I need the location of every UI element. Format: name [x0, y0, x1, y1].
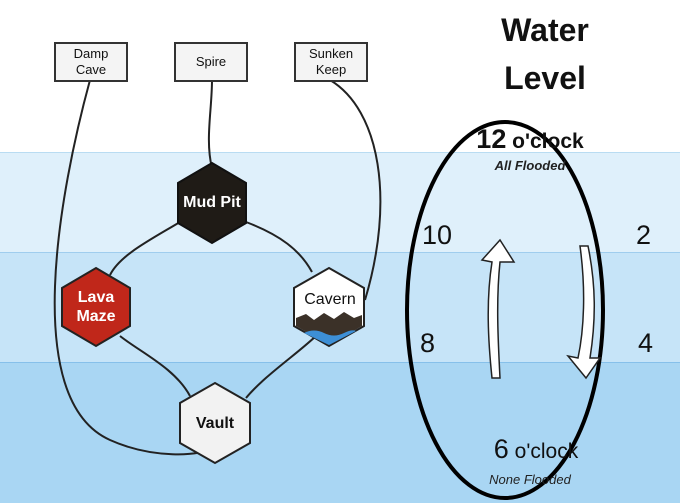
six-oclock-label: 6 o'clock	[446, 434, 626, 465]
all-flooded-caption: All Flooded	[494, 158, 566, 173]
link-spire-mudpit	[207, 79, 213, 169]
falling-arrow	[566, 245, 602, 380]
rising-arrow	[480, 238, 516, 379]
hour-10: 10	[422, 220, 453, 250]
none-flooded-caption: None Flooded	[489, 472, 571, 487]
twelve-oclock-label: 12 o'clock	[440, 124, 620, 155]
cavern-rubble	[296, 312, 362, 345]
sunken-keep-label: Sunken Keep	[294, 42, 368, 82]
hour-2: 2	[636, 220, 652, 250]
water-band-low	[0, 362, 680, 503]
twelve-suffix: o'clock	[506, 130, 584, 153]
vault-name: Vault	[195, 414, 235, 432]
twelve-number: 12	[476, 124, 507, 154]
mud-pit-name: Mud Pit	[183, 193, 241, 211]
water-level-title-line2: Level	[504, 60, 586, 96]
mud-pit-hex	[177, 161, 247, 245]
damp-cave-label: Damp Cave	[54, 42, 128, 82]
lava-maze-name: Lava Maze	[76, 289, 116, 325]
link-mudpit-cavern	[245, 221, 313, 273]
link-lavamaze-vault	[119, 335, 191, 397]
hour-4: 4	[638, 328, 654, 358]
water-level-title-line1: Water	[501, 12, 589, 48]
link-cavern-vault	[245, 333, 319, 399]
link-damp-cave-vault	[53, 79, 219, 456]
six-suffix: o'clock	[508, 440, 579, 463]
water-level-oval	[405, 120, 605, 500]
spire-label: Spire	[174, 42, 248, 82]
lava-maze-hex	[61, 266, 131, 348]
water-band-high	[0, 152, 680, 253]
cavern-name: Cavern	[304, 290, 356, 308]
hour-8: 8	[420, 328, 436, 358]
link-sunken-keep-cavern	[329, 79, 382, 301]
cavern-water	[304, 330, 356, 345]
vault-hex	[179, 381, 251, 465]
six-number: 6	[493, 434, 509, 464]
link-mudpit-lavamaze	[109, 221, 181, 276]
